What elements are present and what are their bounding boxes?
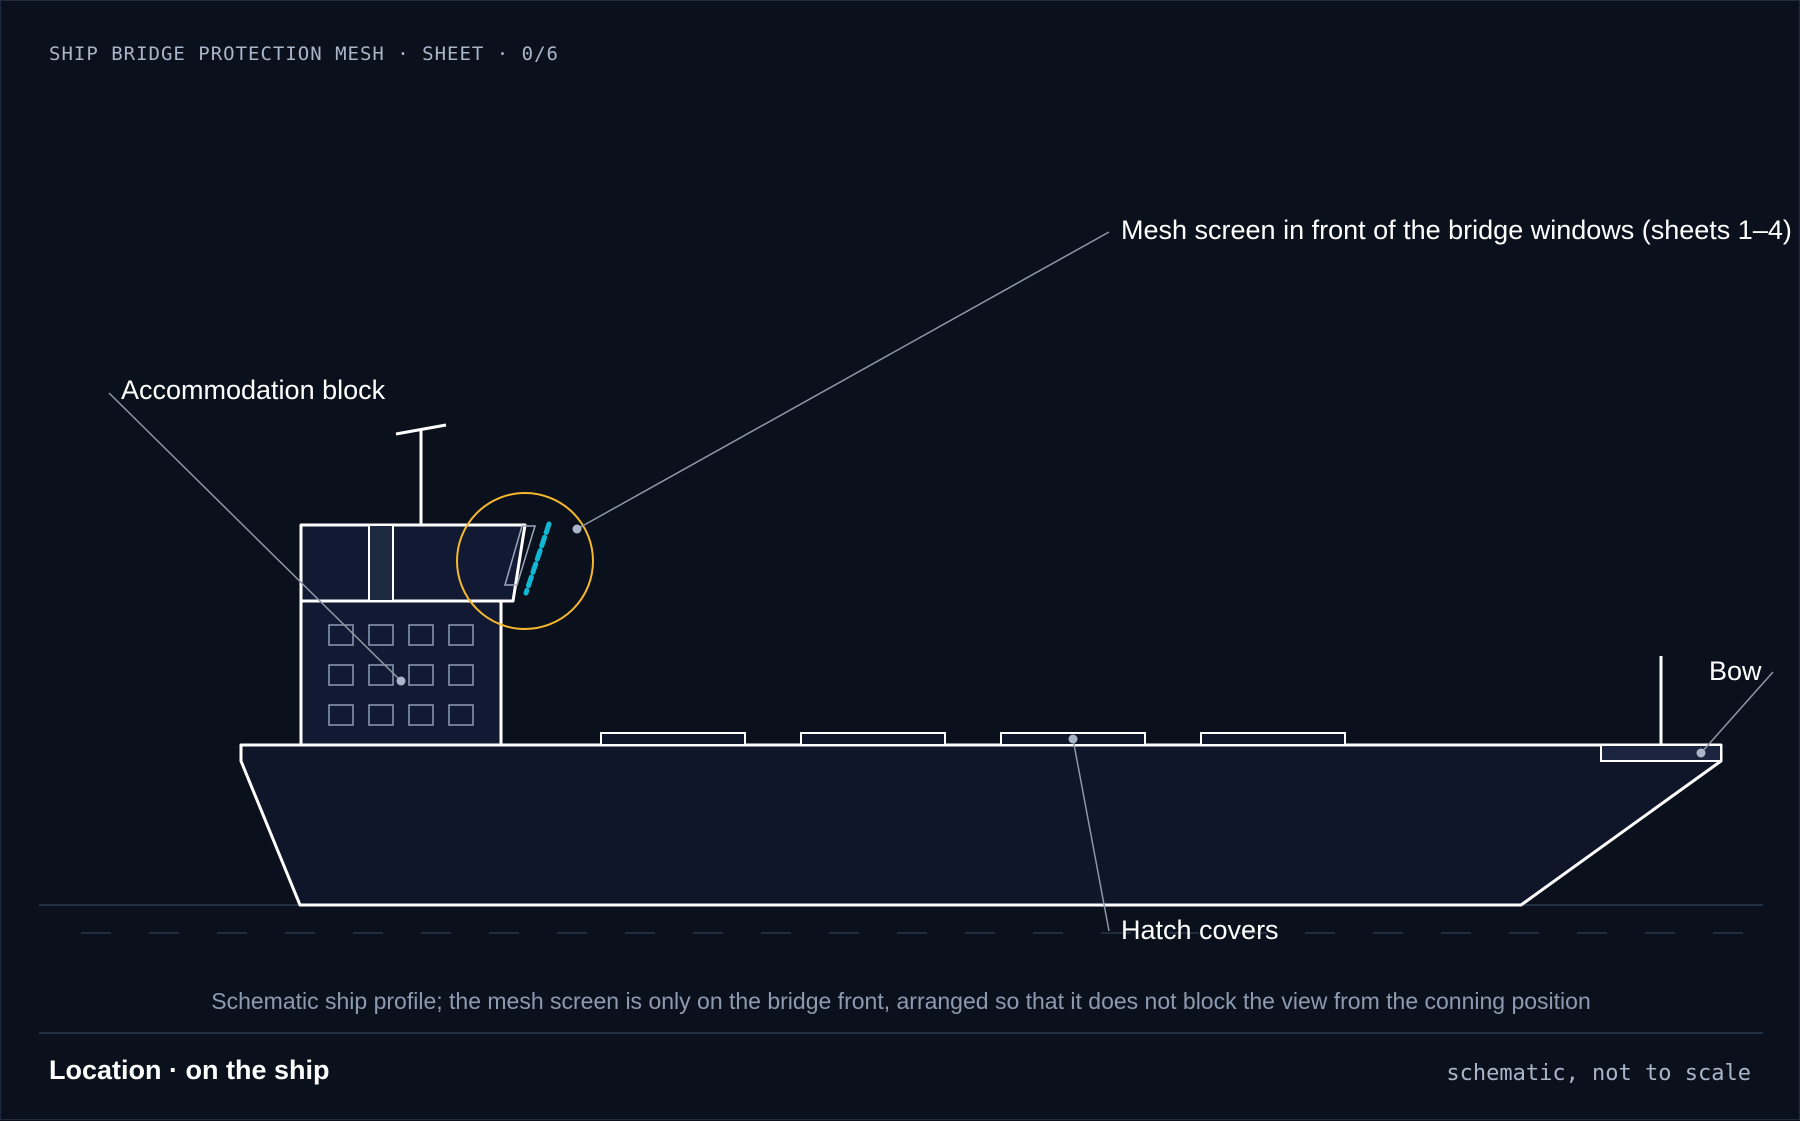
hatch-cover-2 — [800, 732, 946, 746]
mesh-screen-label: Mesh screen in front of the bridge windo… — [1121, 215, 1792, 245]
footer-note: schematic, not to scale — [1446, 1061, 1751, 1086]
bow-label: Bow — [1709, 656, 1762, 686]
bow-leader — [1700, 671, 1774, 754]
bow-leader-dot — [1696, 748, 1706, 758]
hatch-cover-4 — [1200, 732, 1346, 746]
accommodation-leader — [108, 392, 402, 682]
mesh-highlight-circle — [456, 492, 594, 630]
hatch-leader — [1072, 738, 1110, 932]
accommodation-block — [299, 599, 503, 747]
bridge-window — [504, 525, 537, 586]
diagram-caption: Schematic ship profile; the mesh screen … — [211, 988, 1591, 1014]
bridge-deck — [299, 523, 527, 603]
accommodation-windows — [328, 624, 474, 726]
bridge-stair — [368, 524, 394, 602]
hatch-leader-dot — [1068, 734, 1078, 744]
hatch-cover-1 — [600, 732, 746, 746]
mesh-screen — [523, 521, 552, 596]
footer-title: Location · on the ship — [49, 1055, 330, 1085]
hatch-covers-label: Hatch covers — [1121, 915, 1279, 945]
sheet-header: SHIP BRIDGE PROTECTION MESH · SHEET · 0/… — [49, 43, 559, 65]
accommodation-label: Accommodation block — [121, 375, 386, 405]
mesh-leader-dot — [572, 524, 582, 534]
hull — [239, 743, 1723, 907]
mesh-leader — [576, 231, 1110, 530]
accommodation-leader-dot — [396, 676, 406, 686]
mast-yard — [395, 423, 447, 436]
